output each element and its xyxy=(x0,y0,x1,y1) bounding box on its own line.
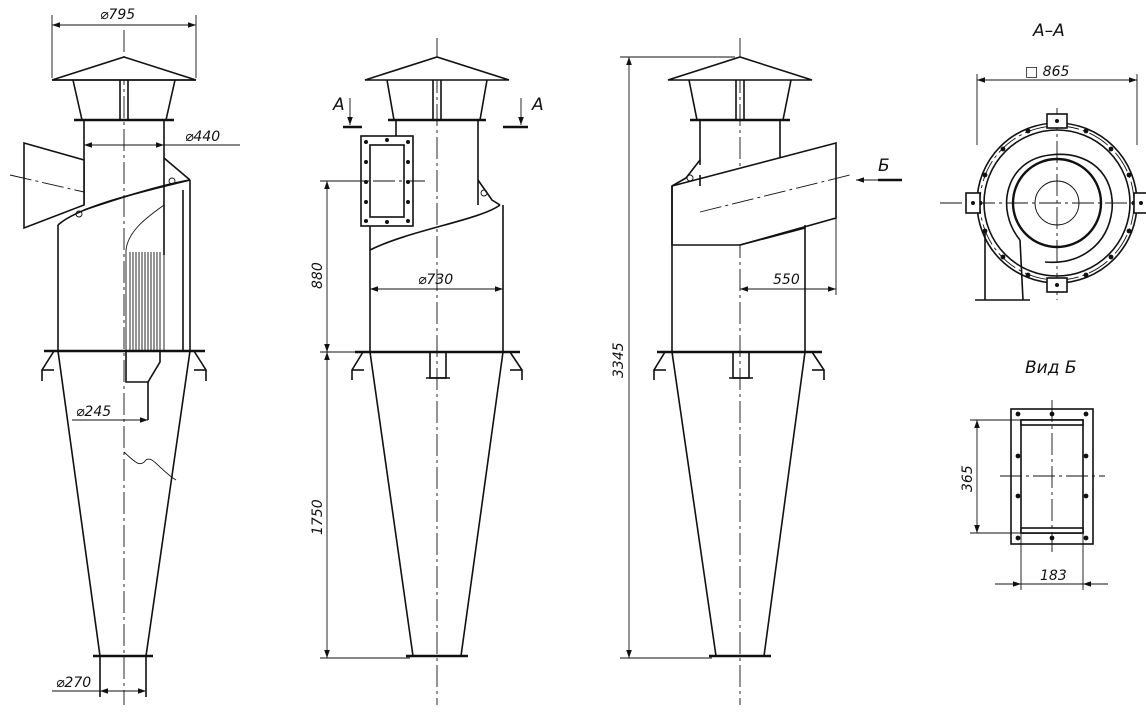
inner-pipe-bottom xyxy=(125,350,161,383)
dim-label-550: 550 xyxy=(773,272,800,288)
support-leg-left xyxy=(351,351,364,380)
bracket xyxy=(671,159,701,187)
hood-umbrella xyxy=(364,56,510,81)
side-view: A A 880 1750 ⌀730 xyxy=(310,38,544,705)
hood-umbrella xyxy=(667,56,813,81)
dim-label-365: 365 xyxy=(960,465,976,492)
dim-label-440: ⌀440 xyxy=(185,129,220,145)
dim-label-3345: 3345 xyxy=(611,342,627,378)
dim-label-183: 183 xyxy=(1040,568,1067,584)
dim-label-1750: 1750 xyxy=(310,499,326,535)
front-view-cutaway: ⌀795 ⌀440 ⌀245 ⌀270 xyxy=(9,7,240,705)
support-leg-left xyxy=(41,350,55,381)
section-a-a: A–A □ 865 xyxy=(940,21,1146,301)
cutaway-break xyxy=(125,204,165,251)
section-title: A–A xyxy=(1032,21,1065,41)
dim-label-730: ⌀730 xyxy=(418,272,453,288)
view-b: Вид Б 365 183 xyxy=(960,358,1108,590)
cone-body xyxy=(369,351,414,657)
outlet-pipe-ring xyxy=(1011,157,1103,249)
back-view: 3345 550 Б xyxy=(611,38,902,705)
dim-label-270: ⌀270 xyxy=(56,675,91,691)
cone-body xyxy=(671,351,717,657)
dim-label-245: ⌀245 xyxy=(76,404,111,420)
view-arrow-letter: Б xyxy=(878,156,890,176)
dim-label-865: □ 865 xyxy=(1025,64,1069,80)
internal-grille xyxy=(125,250,165,350)
support-leg-right xyxy=(509,351,523,380)
cone-body xyxy=(57,350,101,657)
spiral-channel xyxy=(1005,153,1113,264)
support-leg-right xyxy=(193,350,207,381)
inlet-duct xyxy=(671,141,837,246)
cut-letter-right: A xyxy=(531,95,544,115)
hood-umbrella xyxy=(51,56,197,81)
cone-break xyxy=(123,451,177,481)
dim-label-880: 880 xyxy=(310,262,326,289)
dim-label-795: ⌀795 xyxy=(100,7,135,23)
spiral-edge xyxy=(369,204,501,251)
bracket xyxy=(477,179,501,206)
view-title: Вид Б xyxy=(1025,358,1077,378)
cut-letter-left: A xyxy=(332,95,345,115)
